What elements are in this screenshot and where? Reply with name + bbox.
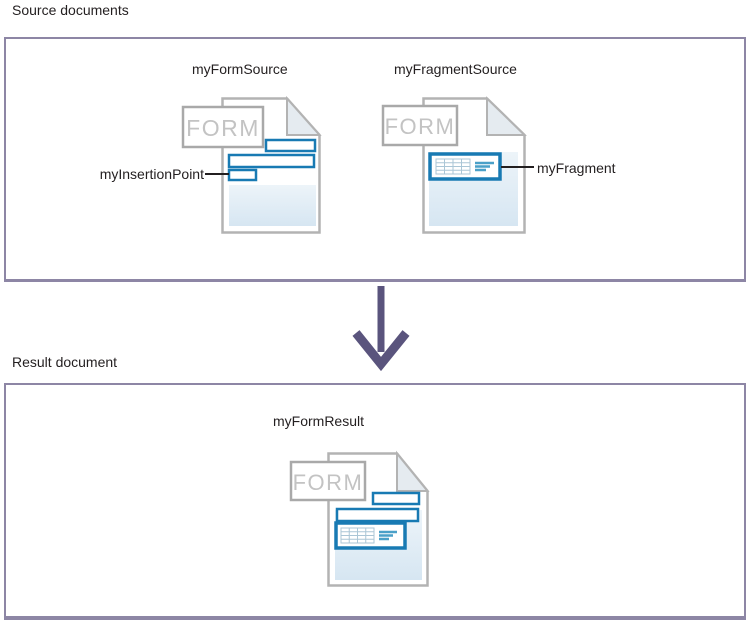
page-fold-icon <box>396 450 430 492</box>
fragment-connector <box>501 166 534 168</box>
myfragmentsource-document-icon: FORM <box>381 96 527 234</box>
source-documents-panel <box>4 37 746 282</box>
form-field-bar <box>227 153 316 169</box>
insertion-point-connector <box>205 173 229 175</box>
down-arrow-icon <box>352 286 410 372</box>
fragment-text-lines <box>475 161 494 172</box>
page-fold-icon <box>286 95 322 136</box>
svg-text:FORM: FORM <box>385 114 456 139</box>
form-badge: FORM <box>289 460 367 502</box>
result-section-title: Result document <box>12 354 118 370</box>
myinsertionpoint-label: myInsertionPoint <box>99 166 204 182</box>
inserted-fragment-icon <box>334 521 407 550</box>
svg-text:FORM: FORM <box>186 115 260 141</box>
form-badge: FORM <box>181 105 265 149</box>
form-field-bar <box>335 507 420 523</box>
svg-text:FORM: FORM <box>293 470 364 495</box>
myformresult-label: myFormResult <box>273 413 365 429</box>
fragment-text-lines <box>379 530 397 541</box>
form-field-bar <box>264 138 317 153</box>
form-badge: FORM <box>381 104 459 147</box>
myfragment-label: myFragment <box>537 160 616 176</box>
myformresult-document-icon: FORM <box>289 450 430 587</box>
myfragmentsource-label: myFragmentSource <box>394 61 517 77</box>
source-section-title: Source documents <box>12 2 129 18</box>
insertion-point-bar <box>227 168 258 182</box>
page-fold-icon <box>486 96 527 136</box>
fragment-icon <box>428 152 502 181</box>
form-field-bar <box>371 491 421 506</box>
document-content-area <box>229 185 316 226</box>
myformsource-label: myFormSource <box>192 61 288 77</box>
myformsource-document-icon: FORM <box>181 95 322 234</box>
